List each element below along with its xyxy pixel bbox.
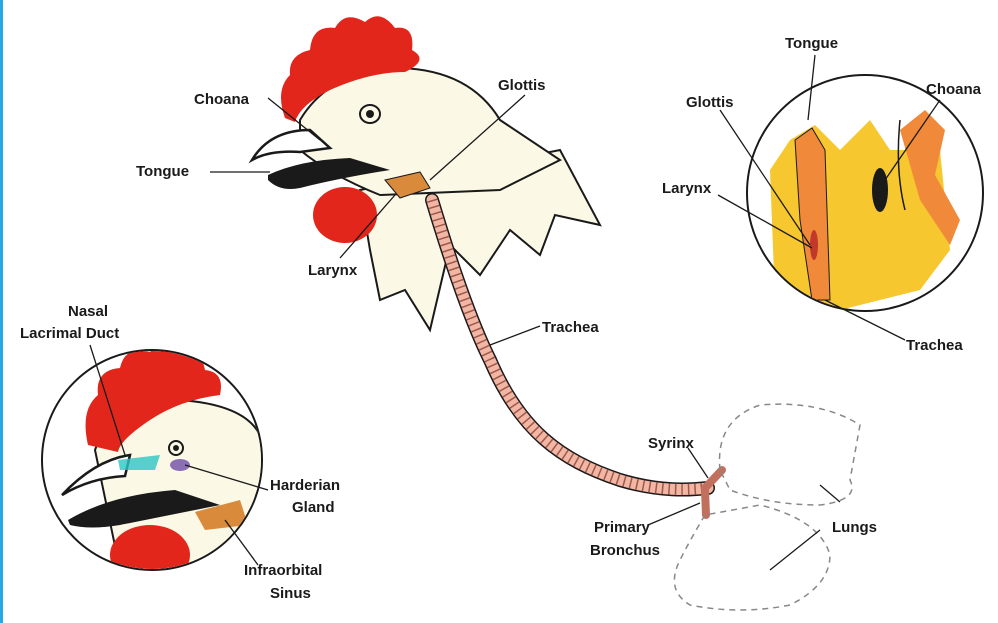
label-main-tongue: Tongue bbox=[136, 163, 189, 180]
label-inset-tongue: Tongue bbox=[785, 35, 838, 52]
label-main-choana: Choana bbox=[194, 91, 250, 108]
wattle bbox=[313, 187, 377, 243]
label-inset-trachea: Trachea bbox=[906, 337, 963, 354]
label-nasal-line2: Lacrimal Duct bbox=[20, 325, 119, 342]
label-main-larynx: Larynx bbox=[308, 262, 358, 279]
label-harderian-line2: Gland bbox=[292, 499, 335, 516]
label-trachea: Trachea bbox=[542, 319, 599, 336]
main-head-illustration bbox=[252, 16, 600, 330]
label-inset-glottis: Glottis bbox=[686, 94, 734, 111]
inset-sinus bbox=[42, 344, 262, 585]
label-infraorbital-line2: Sinus bbox=[270, 585, 311, 602]
label-nasal-line1: Nasal bbox=[68, 303, 108, 320]
label-main-glottis: Glottis bbox=[498, 77, 546, 94]
label-harderian-line1: Harderian bbox=[270, 477, 340, 494]
inset-mouth-interior bbox=[747, 75, 983, 311]
label-inset-larynx: Larynx bbox=[662, 180, 712, 197]
label-infraorbital-line1: Infraorbital bbox=[244, 562, 322, 579]
label-primary-bronchus-line2: Bronchus bbox=[590, 542, 660, 559]
label-lungs: Lungs bbox=[832, 519, 877, 536]
label-primary-bronchus-line1: Primary bbox=[594, 519, 651, 536]
label-syrinx: Syrinx bbox=[648, 435, 695, 452]
label-inset-choana: Choana bbox=[926, 81, 982, 98]
